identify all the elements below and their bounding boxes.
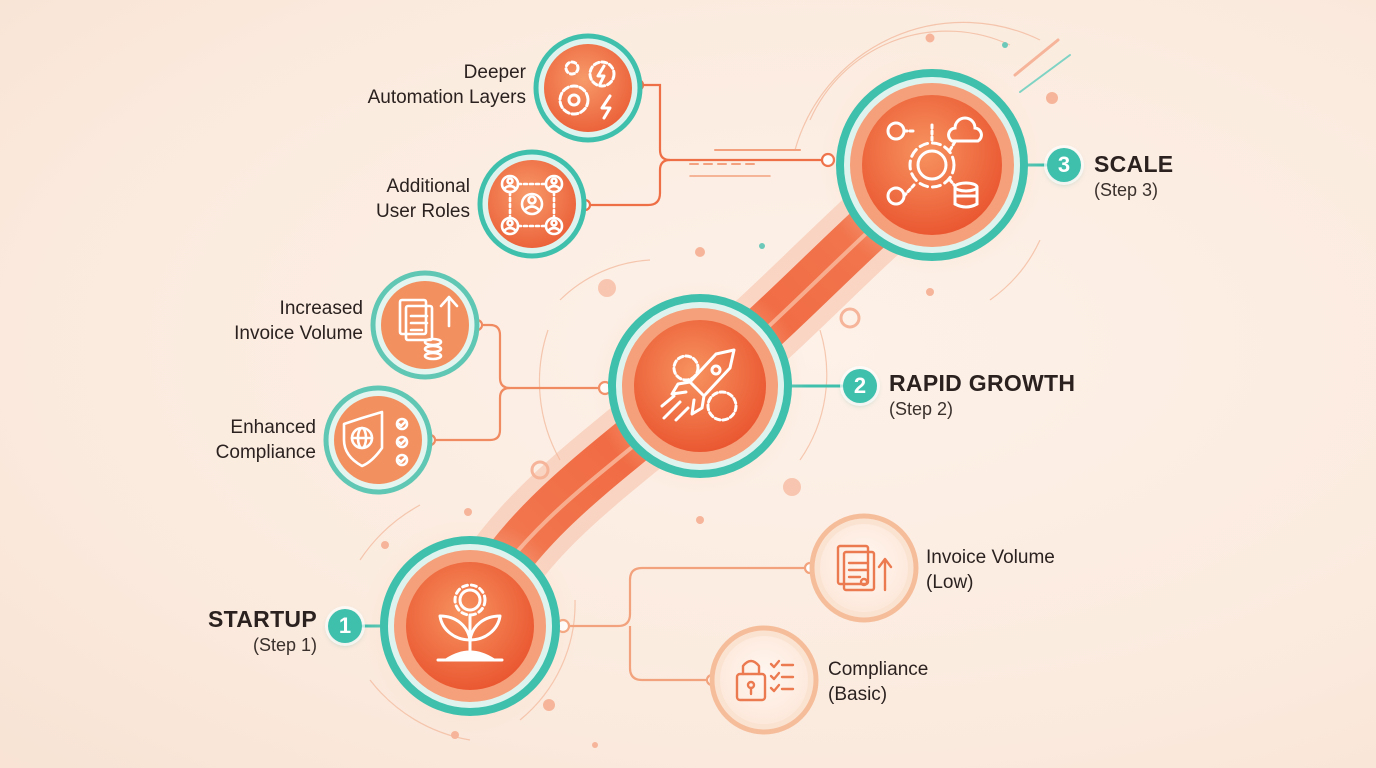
plant-gear-icon (436, 583, 504, 662)
feature-automation-circle (533, 33, 643, 143)
feature-user-roles-circle (477, 149, 587, 259)
stage-3-title: SCALE (1094, 151, 1174, 177)
padlock-checklist-icon (735, 659, 795, 702)
stage-1-badge: 1 (328, 609, 362, 643)
stage-1-label: STARTUP (Step 1) (208, 605, 317, 657)
feature-invoice-volume-circle (809, 513, 919, 623)
user-network-icon (500, 174, 564, 236)
scale-connectors (585, 83, 828, 207)
network-cloud-database-icon (886, 116, 983, 209)
feature-invoice-volume-label: Invoice Volume (Low) (926, 547, 1055, 593)
motion-streaks (689, 38, 1071, 177)
feature-compliance-basic-circle (709, 625, 819, 735)
stage-1-title: STARTUP (207, 606, 317, 632)
feature-compliance-basic-label: Compliance (Basic) (828, 659, 929, 705)
feature-increased-invoice-circle (370, 270, 480, 380)
stage-1-subtitle: (Step 1) (252, 635, 317, 655)
stage-2-circle (592, 278, 808, 494)
shield-globe-checklist-icon (342, 410, 409, 468)
invoices-coins-arrow-icon (398, 295, 459, 361)
stage-3-subtitle: (Step 3) (1094, 180, 1159, 200)
gears-lightning-icon (558, 60, 616, 120)
stage-2-badge: 2 (843, 369, 877, 403)
invoice-stack-arrow-icon (836, 544, 893, 592)
stage-2-subtitle: (Step 2) (889, 399, 954, 419)
feature-enhanced-compliance-circle (323, 385, 433, 495)
stage-2-title: RAPID GROWTH (889, 370, 1076, 396)
stage-2-label: RAPID GROWTH (Step 2) (889, 369, 1075, 421)
feature-enhanced-compliance-label: Enhanced Compliance (215, 417, 316, 463)
stage-1-circle (362, 518, 578, 734)
feature-automation-label: Deeper Automation Layers (367, 62, 526, 108)
growth-connectors (430, 323, 605, 442)
rocket-gears-icon (660, 348, 738, 422)
feature-user-roles-label: Additional User Roles (376, 176, 470, 222)
feature-increased-invoice-label: Increased Invoice Volume (234, 298, 363, 344)
stage-3-badge: 3 (1047, 148, 1081, 182)
startup-connectors (563, 566, 810, 682)
stage-3-circle (820, 53, 1044, 277)
stage-3-label: SCALE (Step 3) (1094, 150, 1173, 202)
